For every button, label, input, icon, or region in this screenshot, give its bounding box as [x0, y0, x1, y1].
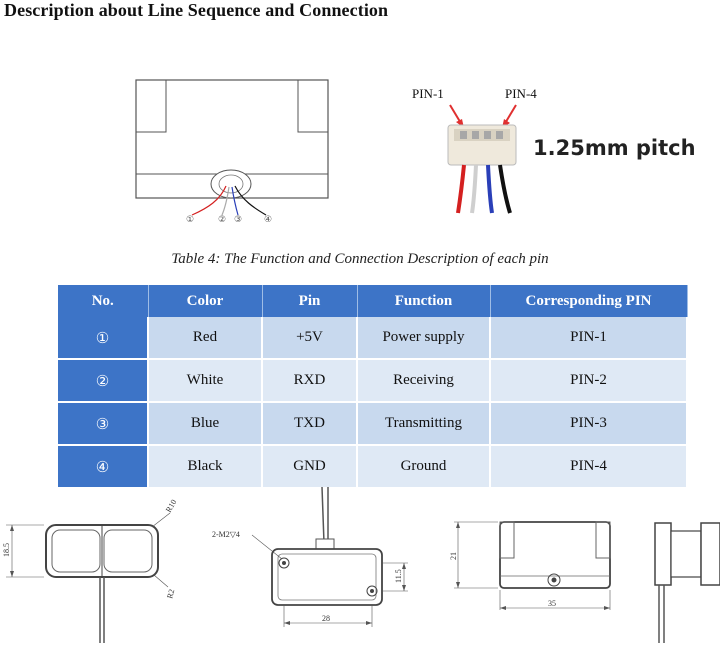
sensor-left-lens	[135, 79, 167, 133]
side-height-dimension: 21	[450, 552, 458, 560]
front-height-dimension: 18.5	[2, 543, 11, 557]
cell-pin: TXD	[262, 402, 358, 446]
cell-color: Blue	[148, 402, 263, 446]
header-color: Color	[148, 285, 263, 317]
sensor-right-lens	[297, 79, 329, 133]
profile-view-drawing	[654, 522, 720, 643]
table-header-row: No. Color Pin Function Corresponding PIN	[58, 285, 688, 317]
cell-function: Transmitting	[357, 402, 491, 446]
sensor-connector-port	[210, 169, 252, 199]
pin4-label: PIN-4	[505, 86, 537, 101]
cell-no: ②	[58, 359, 149, 403]
wire-number-2: ②	[218, 215, 226, 225]
front-radius-bottom: R2	[165, 588, 176, 599]
connector-black-wire	[498, 164, 512, 214]
side-view-port	[547, 573, 561, 587]
header-no: No.	[58, 285, 149, 317]
cell-no: ④	[58, 445, 149, 489]
red-wire	[191, 185, 227, 216]
mounting-hole-left	[278, 557, 290, 569]
cell-corresponding-pin: PIN-1	[490, 317, 688, 360]
mounting-hole-right	[366, 585, 378, 597]
pin1-label: PIN-1	[412, 86, 444, 101]
cell-corresponding-pin: PIN-3	[490, 402, 688, 446]
cell-pin: +5V	[262, 317, 358, 360]
front-radius-top: R10	[164, 498, 178, 514]
pitch-label: 1.25mm pitch	[533, 136, 696, 160]
hole-spec-label: 2-M2▽4	[212, 530, 240, 539]
cell-function: Ground	[357, 445, 491, 489]
pin-table: No. Color Pin Function Corresponding PIN…	[58, 285, 688, 489]
side-view-drawing: 21 35	[450, 521, 611, 610]
connector-picture	[447, 104, 517, 214]
table-caption: Table 4: The Function and Connection Des…	[171, 251, 549, 267]
cell-color: Black	[148, 445, 263, 489]
cell-color: White	[148, 359, 263, 403]
table-row: ② White RXD Receiving PIN-2	[58, 359, 688, 403]
page-title: Description about Line Sequence and Conn…	[4, 0, 389, 20]
white-wire	[221, 186, 230, 216]
table-row: ④ Black GND Ground PIN-4	[58, 445, 688, 489]
mounting-hole-drawing: 2-M2▽4 28 11.5	[212, 486, 408, 627]
hole-spacing-dimension: 28	[322, 614, 330, 623]
header-corresponding-pin: Corresponding PIN	[490, 285, 688, 317]
cell-color: Red	[148, 317, 263, 360]
cell-function: Receiving	[357, 359, 491, 403]
header-pin: Pin	[262, 285, 358, 317]
wire-number-1: ①	[186, 215, 194, 225]
blue-wire	[231, 186, 239, 216]
cell-corresponding-pin: PIN-2	[490, 359, 688, 403]
sensor-wiring-drawing: ① ② ③ ④	[135, 79, 329, 225]
black-wire	[234, 185, 267, 216]
table-row: ③ Blue TXD Transmitting PIN-3	[58, 402, 688, 446]
connector-white-wire	[470, 164, 478, 214]
profile-view-body	[654, 522, 672, 586]
wire-number-4: ④	[264, 215, 272, 225]
front-view-drawing: 18.5 R10 R2	[2, 498, 178, 643]
table-row: ① Red +5V Power supply PIN-1	[58, 317, 688, 360]
cell-pin: GND	[262, 445, 358, 489]
cell-no: ③	[58, 402, 149, 446]
header-function: Function	[357, 285, 491, 317]
cell-no: ①	[58, 317, 149, 360]
connector-blue-wire	[486, 164, 494, 214]
connector-red-wire	[456, 164, 466, 214]
hole-view-body	[271, 548, 383, 606]
hole-view-cable	[321, 486, 325, 544]
cell-function: Power supply	[357, 317, 491, 360]
cell-corresponding-pin: PIN-4	[490, 445, 688, 489]
hole-height-dimension: 11.5	[394, 569, 403, 583]
cell-pin: RXD	[262, 359, 358, 403]
side-width-dimension: 35	[548, 599, 556, 608]
wire-number-3: ③	[234, 215, 242, 225]
